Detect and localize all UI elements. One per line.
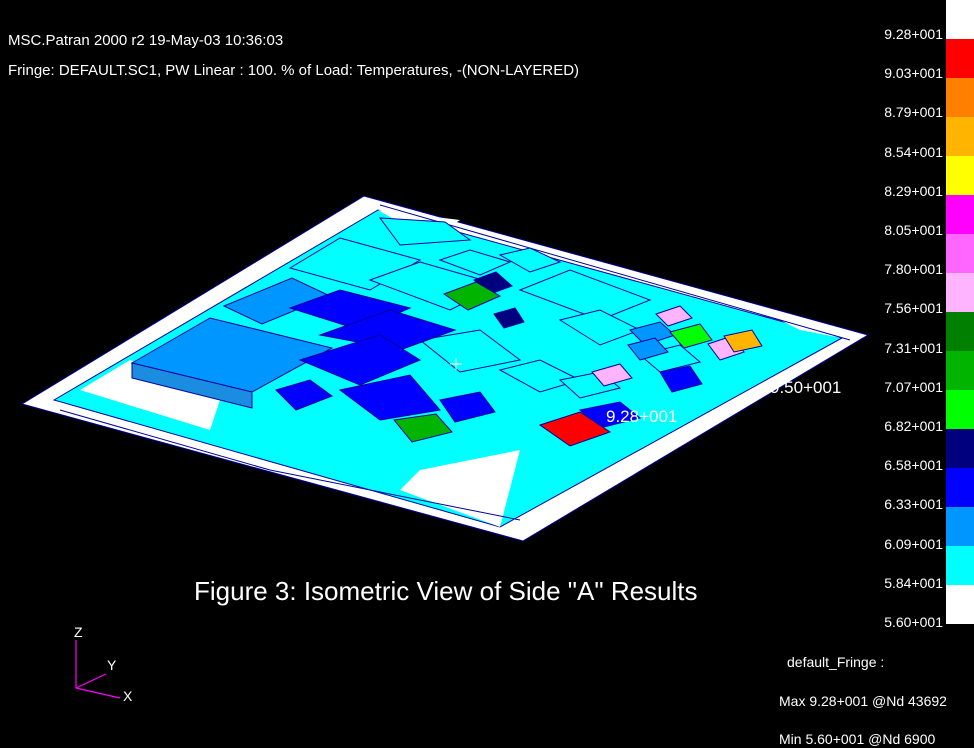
- component-red-max: [538, 411, 612, 447]
- component-orange: [723, 329, 763, 353]
- legend-value: 6.58+001: [884, 457, 943, 474]
- corner-white-left: [80, 360, 220, 430]
- axis-y-label: Y: [107, 657, 117, 673]
- max-marker-label: 9.28+001: [606, 407, 678, 426]
- legend-value: 8.54+001: [884, 143, 943, 160]
- legend-swatch: [946, 0, 974, 39]
- axis-triad-icon: [75, 640, 121, 699]
- legend-value: 7.80+001: [884, 261, 943, 278]
- components-blue: [275, 289, 703, 429]
- legend-swatch: [946, 468, 974, 507]
- legend-value: 5.84+001: [884, 574, 943, 591]
- legend-value: 7.07+001: [884, 378, 943, 395]
- legend-swatch: [946, 429, 974, 468]
- legend-swatch: [946, 312, 974, 351]
- legend-value: 5.60+001: [884, 614, 943, 630]
- legend-value: 9.28+001: [884, 26, 943, 42]
- legend-swatch: [946, 39, 974, 78]
- fringe-name: default_Fringe :: [787, 654, 885, 670]
- legend-value: 6.82+001: [884, 418, 943, 434]
- secondary-marker-label: 9.50+001: [770, 378, 842, 397]
- legend-swatch: [946, 507, 974, 546]
- legend-swatch: [946, 546, 974, 585]
- fringe-max: Max 9.28+001 @Nd 43692: [779, 693, 947, 709]
- rail-top: [379, 204, 851, 341]
- legend-value: 8.79+001: [884, 104, 943, 121]
- header-title: MSC.Patran 2000 r2 19-May-03 10:36:03: [8, 32, 284, 49]
- legend-value: 6.33+001: [884, 496, 943, 513]
- axis-x-label: X: [123, 688, 133, 704]
- legend-swatch: [946, 156, 974, 195]
- fringe-min: Min 5.60+001 @Nd 6900: [779, 731, 936, 747]
- figure-caption: Figure 3: Isometric View of Side "A" Res…: [194, 576, 698, 606]
- crosshair-icon: [450, 358, 462, 370]
- legend-value: 7.56+001: [884, 300, 943, 317]
- components-green: [393, 281, 713, 443]
- legend-swatch: [946, 390, 974, 429]
- axis-z-label: Z: [74, 624, 83, 640]
- header-fringe-description: Fringe: DEFAULT.SC1, PW Linear : 100. % …: [8, 62, 580, 79]
- components-lightblue: [130, 277, 676, 409]
- components-cyan: [288, 217, 702, 399]
- legend-value: 7.31+001: [884, 339, 943, 356]
- legend-swatch: [946, 195, 974, 234]
- corner-white-right: [740, 300, 842, 338]
- legend-value: 8.05+001: [884, 222, 943, 238]
- legend-swatch: [946, 117, 974, 156]
- corner-white-bottom: [400, 450, 520, 527]
- fringe-legend-bar: [946, 0, 974, 624]
- rail-left: [59, 409, 521, 521]
- legend-swatch: [946, 351, 974, 390]
- legend-value: 6.09+001: [884, 535, 943, 552]
- legend-swatch: [946, 234, 974, 273]
- legend-value: 9.03+001: [884, 65, 943, 82]
- legend-swatch: [946, 273, 974, 312]
- legend-swatch: [946, 78, 974, 117]
- legend-value: 8.29+001: [884, 182, 943, 199]
- legend-swatch: [946, 585, 974, 624]
